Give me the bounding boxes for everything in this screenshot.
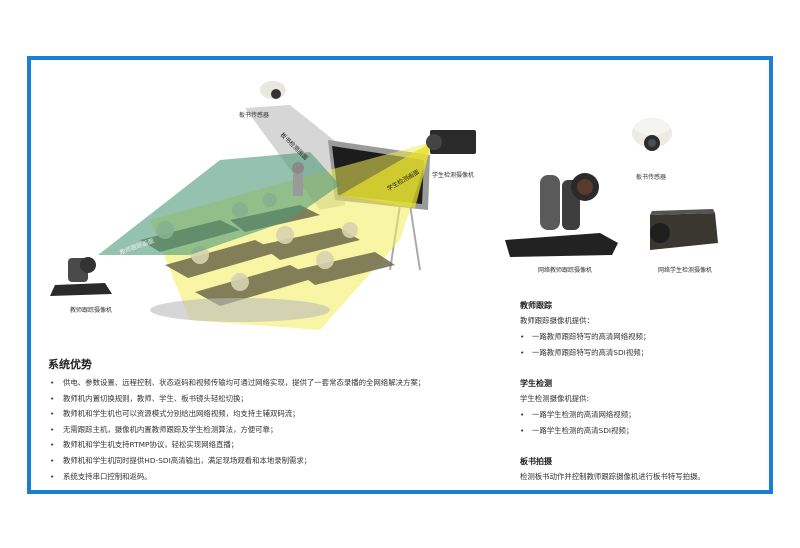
- advantages-title: 系统优势: [48, 358, 92, 371]
- list-item: •一路学生检测的高清SDI视频；: [520, 426, 634, 435]
- list-item: •一路教师跟踪特写的高清SDI视频；: [520, 348, 649, 357]
- board-sensor-label: 板书传感器: [239, 112, 270, 119]
- section-student-detection: 学生检测 学生检测摄像机提供: •一路学生检测的高清网络视频； •一路学生检测的…: [520, 377, 760, 439]
- list-item: •系统支持串口控制和返码。: [50, 471, 152, 481]
- list-item: •无需跟踪主机，摄像机内置教师跟踪及学生检测算法，方便可靠；: [50, 424, 278, 434]
- advantages-list: •供电、参数设置、远程控制、状态返码和视频传输均可通过网络实现，提供了一套常态录…: [50, 375, 425, 484]
- product-teacher-camera-caption: 网络教师跟踪摄像机: [538, 267, 593, 274]
- section-title: 教师跟踪: [520, 301, 552, 310]
- list-item: •教师机和学生机支持RTMP协议，轻松实现网络直播；: [50, 440, 239, 450]
- list-item: •一路学生检测的高清网络视频；: [520, 410, 636, 419]
- section-text: 检测板书动作并控制教师跟踪摄像机进行板书特写拍摄。: [520, 472, 705, 481]
- teacher-camera-image: [505, 173, 618, 257]
- student-camera-label: 学生检测摄像机: [432, 172, 475, 179]
- list-item: •教师机和学生机也可以资源模式分别给出网络视频，均支持主辅双码流；: [50, 409, 300, 419]
- list-item: •一路教师跟踪特写的高清网络视频；: [520, 332, 651, 341]
- section-intro: 教师跟踪摄像机提供：: [520, 316, 594, 325]
- product-board-sensor-caption: 板书传感器: [636, 174, 667, 181]
- student-camera-image: [650, 209, 718, 250]
- teacher-camera-label: 教师跟踪摄像机: [70, 307, 113, 314]
- section-title: 学生检测: [520, 379, 552, 388]
- section-title: 板书拍摄: [520, 457, 552, 466]
- board-sensor-image: [632, 118, 672, 151]
- section-board-capture: 板书拍摄 检测板书动作并控制教师跟踪摄像机进行板书特写拍摄。: [520, 455, 760, 485]
- classroom-diagram: [50, 81, 476, 330]
- section-teacher-tracking: 教师跟踪 教师跟踪摄像机提供： •一路教师跟踪特写的高清网络视频； •一路教师跟…: [520, 299, 760, 361]
- list-item: •供电、参数设置、远程控制、状态返码和视频传输均可通过网络实现，提供了一套常态录…: [50, 378, 426, 387]
- product-images: [505, 118, 718, 257]
- product-student-camera-caption: 网络学生检测摄像机: [658, 267, 713, 274]
- list-item: •教师机内置切换规则，教师、学生、板书镜头轻松切换；: [50, 393, 248, 403]
- section-intro: 学生检测摄像机提供:: [520, 394, 590, 403]
- list-item: •教师机和学生机同时提供HD-SDI高清输出，满足现场观看和本地录制需求；: [50, 455, 312, 465]
